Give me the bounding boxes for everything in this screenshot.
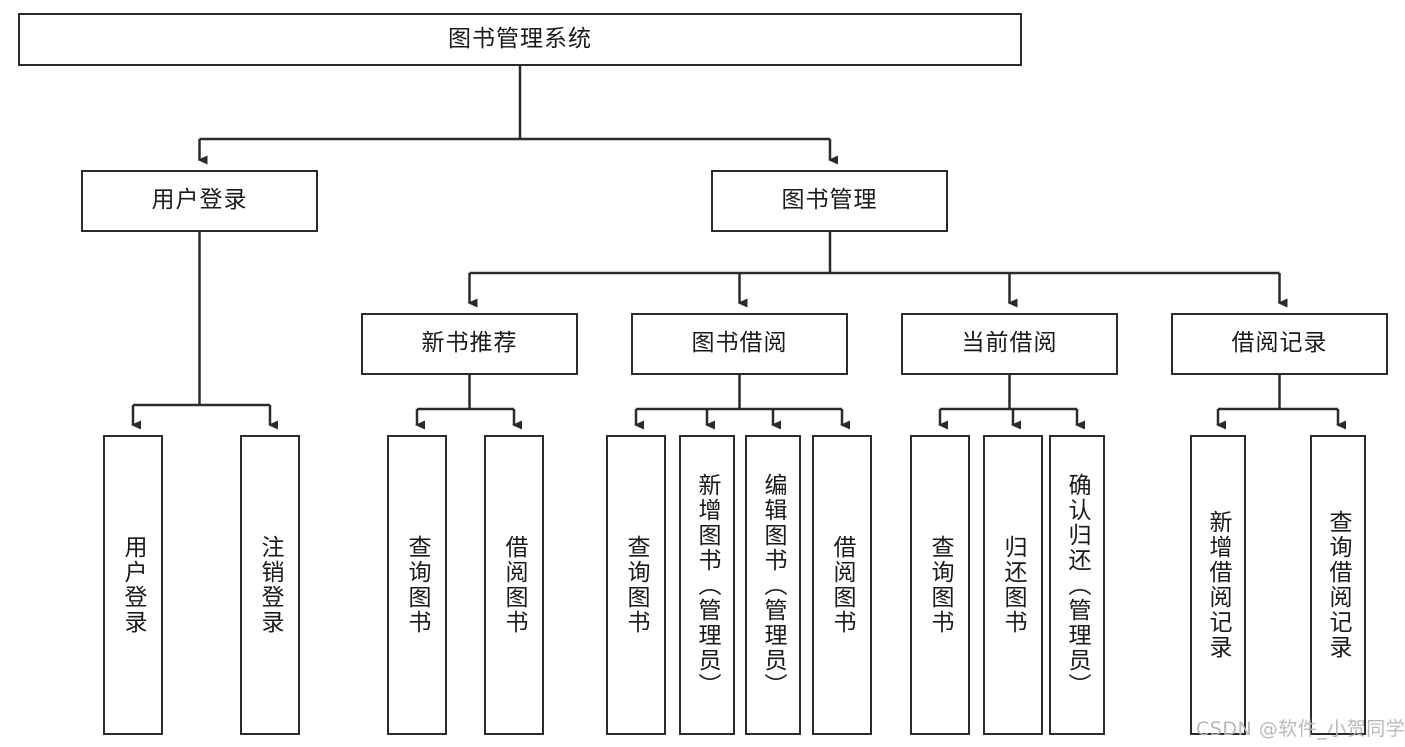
node-root-label: 图书管理系统 <box>448 25 592 52</box>
node-leaf-query-borrow-record[interactable]: 查询借阅记录 <box>1310 435 1366 735</box>
node-leaf-confirm-return-admin[interactable]: 确认归还（管理员） <box>1049 435 1105 735</box>
csdn-watermark: CSDN @软件_小贺同学 <box>1196 718 1405 740</box>
node-level2-book-borrow-label: 图书借阅 <box>691 330 788 357</box>
node-level2-new-book-recommend[interactable]: 新书推荐 <box>361 313 578 375</box>
node-leaf-borrow-book-recommend-label: 借阅图书 <box>501 535 528 635</box>
node-leaf-add-book-admin-label: 新增图书（管理员） <box>694 472 721 698</box>
node-leaf-confirm-return-admin-label: 确认归还（管理员） <box>1064 472 1091 698</box>
node-level2-new-book-recommend-label: 新书推荐 <box>421 330 518 357</box>
node-leaf-add-book-admin[interactable]: 新增图书（管理员） <box>679 435 735 735</box>
node-leaf-borrow-book-recommend[interactable]: 借阅图书 <box>484 435 544 735</box>
node-level2-current-borrow[interactable]: 当前借阅 <box>901 313 1118 375</box>
node-leaf-borrow-book-label: 借阅图书 <box>829 535 856 635</box>
node-leaf-edit-book-admin-label: 编辑图书（管理员） <box>760 472 787 698</box>
node-level2-current-borrow-label: 当前借阅 <box>961 330 1058 357</box>
node-leaf-add-borrow-record[interactable]: 新增借阅记录 <box>1190 435 1246 735</box>
node-level2-borrow-record-label: 借阅记录 <box>1231 330 1328 357</box>
node-level1-user-login[interactable]: 用户登录 <box>81 170 318 232</box>
node-level2-borrow-record[interactable]: 借阅记录 <box>1171 313 1388 375</box>
node-leaf-user-login-label: 用户登录 <box>120 535 147 635</box>
node-leaf-logout-login-label: 注销登录 <box>257 535 284 635</box>
node-leaf-edit-book-admin[interactable]: 编辑图书（管理员） <box>745 435 801 735</box>
node-leaf-logout-login[interactable]: 注销登录 <box>240 435 300 735</box>
node-leaf-query-book-recommend[interactable]: 查询图书 <box>387 435 447 735</box>
node-leaf-user-login[interactable]: 用户登录 <box>103 435 163 735</box>
node-level1-book-management[interactable]: 图书管理 <box>711 170 948 232</box>
node-leaf-add-borrow-record-label: 新增借阅记录 <box>1205 510 1232 660</box>
node-leaf-query-book-current-label: 查询图书 <box>927 535 954 635</box>
node-leaf-query-borrow-record-label: 查询借阅记录 <box>1325 510 1352 660</box>
node-level1-user-login-label: 用户登录 <box>151 187 248 214</box>
node-leaf-query-book-current[interactable]: 查询图书 <box>910 435 970 735</box>
node-level1-book-management-label: 图书管理 <box>781 187 878 214</box>
node-leaf-borrow-book[interactable]: 借阅图书 <box>812 435 872 735</box>
node-leaf-query-book-borrow[interactable]: 查询图书 <box>606 435 666 735</box>
node-leaf-return-book-label: 归还图书 <box>1000 535 1027 635</box>
node-level2-book-borrow[interactable]: 图书借阅 <box>631 313 848 375</box>
node-root[interactable]: 图书管理系统 <box>18 13 1022 66</box>
node-leaf-return-book[interactable]: 归还图书 <box>983 435 1043 735</box>
node-leaf-query-book-recommend-label: 查询图书 <box>404 535 431 635</box>
node-leaf-query-book-borrow-label: 查询图书 <box>623 535 650 635</box>
